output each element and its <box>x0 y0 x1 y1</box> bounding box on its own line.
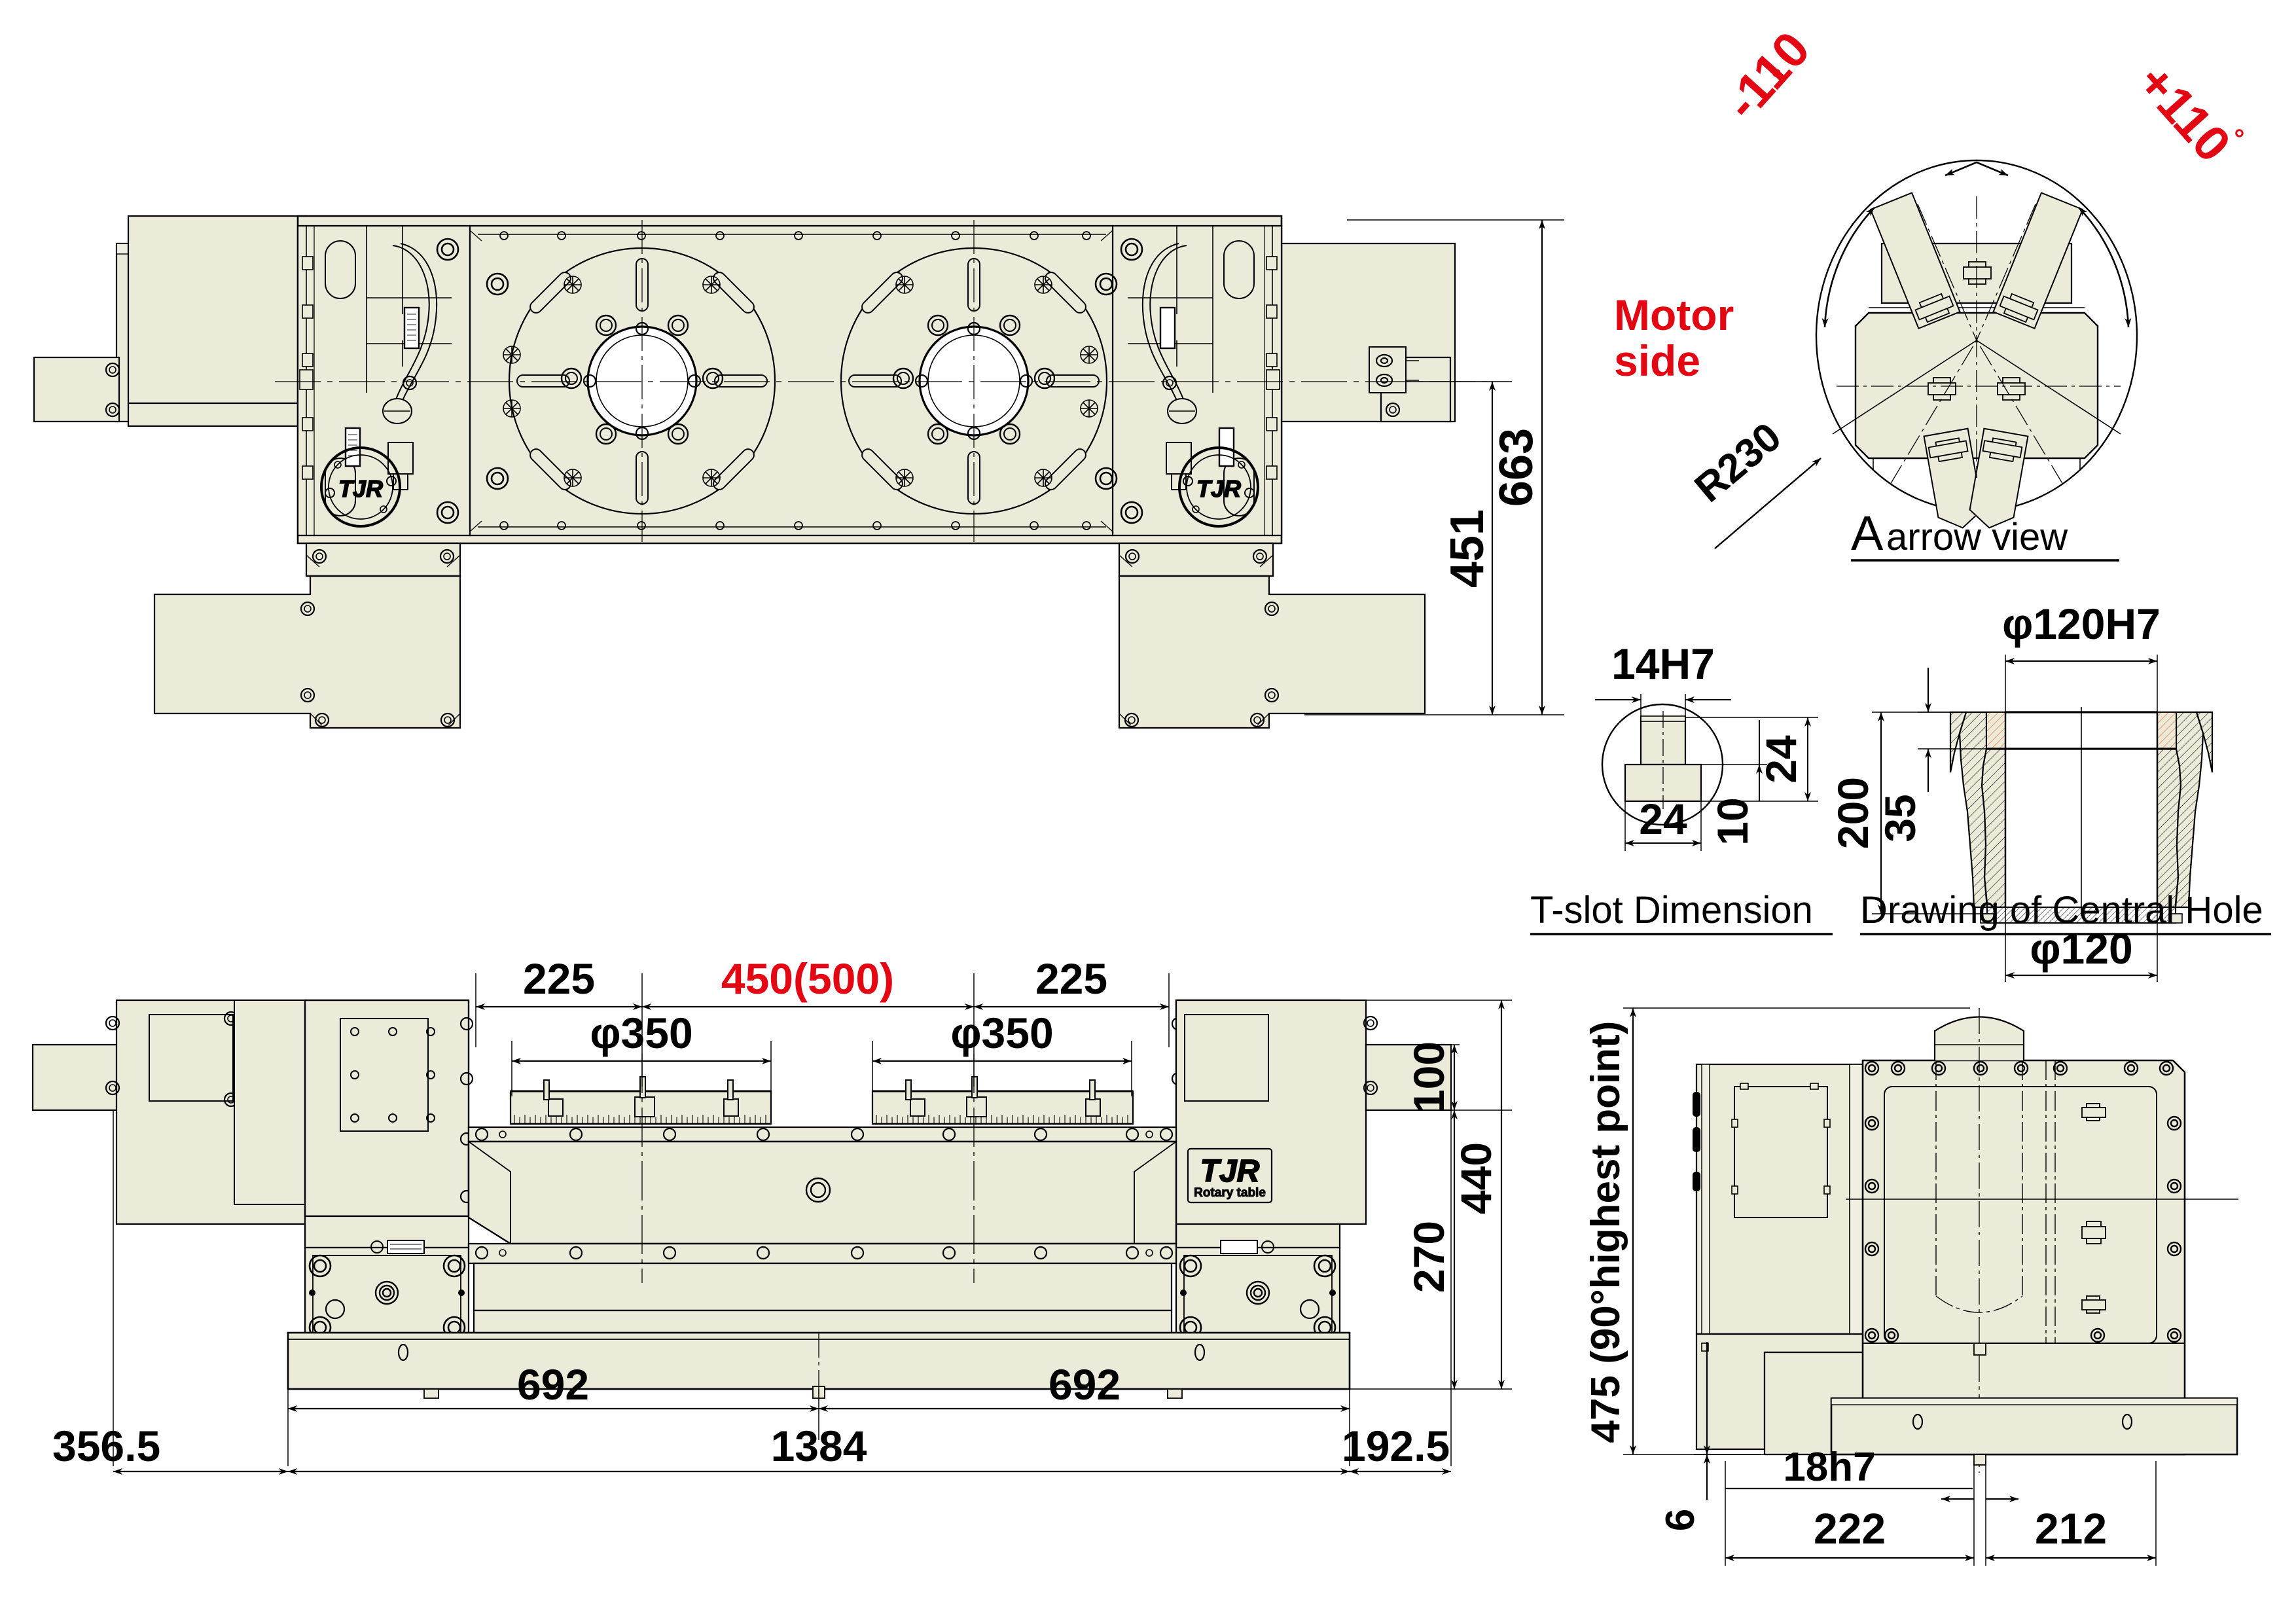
svg-text:TJR: TJR <box>1196 475 1241 502</box>
dim-1384: 1384 <box>771 1422 867 1470</box>
top-view: TJR <box>33 215 1564 729</box>
svg-text:arrow view: arrow view <box>1886 516 2068 558</box>
dim-212: 212 <box>2035 1504 2107 1553</box>
dim-6: 6 <box>1658 1509 1703 1531</box>
dim-663: 663 <box>1490 428 1543 507</box>
top-view-motor-mount-tab <box>1369 346 1419 393</box>
top-view-left-endcap-detail: TJR <box>299 226 459 528</box>
tilt-arm-right-down <box>1969 427 2029 529</box>
dim-phi350-right: φ350 <box>950 1009 1053 1057</box>
dim-35-group: 35 <box>1876 668 1986 842</box>
front-view-dimensions: 225 450(500) 225 φ350 φ350 100 270 440 <box>52 954 1512 1475</box>
dim-18h7: 18h7 <box>1783 1445 1875 1490</box>
front-centre-body <box>467 1126 1177 1350</box>
front-faceplate-right <box>871 1054 1134 1283</box>
dim-120: φ120 <box>2030 924 2132 973</box>
front-view: TJR Rotary table <box>31 954 1512 1475</box>
side-main-body <box>1701 1008 2238 1473</box>
a-arrow-view-caption: A arrow view <box>1851 506 2119 562</box>
rotary-faceplate-right <box>840 220 1118 542</box>
dim-692-left: 692 <box>517 1360 589 1409</box>
top-view-main-body <box>296 215 1283 545</box>
dim-450-500: 450(500) <box>721 954 894 1003</box>
dim-phi350-left: φ350 <box>590 1009 692 1057</box>
dim-24-depth: 24 <box>1757 735 1805 784</box>
tilt-arm-left-down <box>1923 427 1983 529</box>
front-left-slab <box>31 1043 119 1111</box>
tjr-logo-left: TJR <box>338 475 384 503</box>
dim-475: 475 (90°highest point) <box>1583 1021 1628 1443</box>
svg-text:TJR: TJR <box>1200 1154 1260 1189</box>
svg-text:A: A <box>1851 506 1884 560</box>
svg-text:T-slot Dimension: T-slot Dimension <box>1530 889 1813 931</box>
arc-arrow-left <box>1821 207 1875 328</box>
tslot-detail: 14H7 24 24 10 T-slot Dimension <box>1530 640 1833 935</box>
dim-120h7-group: φ120H7 <box>2002 600 2161 715</box>
svg-text:TJR: TJR <box>338 475 383 502</box>
central-hole-detail: φ120H7 φ120 200 35 Drawing of Central Ho… <box>1829 600 2271 982</box>
counterbore-right <box>2157 712 2177 749</box>
dim-24-width: 24 <box>1639 795 1687 843</box>
svg-text:Drawing of Central Hole: Drawing of Central Hole <box>1860 889 2263 931</box>
front-base-plinth <box>287 1331 1351 1401</box>
top-view-left-housing <box>127 215 308 427</box>
dim-120-group: φ120 <box>2005 907 2158 982</box>
tilt-arm-left-up <box>1869 192 1961 330</box>
dim-24-width-group: 24 <box>1624 795 1702 851</box>
rotary-faceplate-left <box>486 220 776 542</box>
dim-10: 10 <box>1708 797 1757 845</box>
top-view-right-endcap-detail <box>1120 226 1280 528</box>
dim-192-5: 192.5 <box>1342 1422 1450 1470</box>
central-hole-caption: Drawing of Central Hole <box>1860 889 2271 935</box>
tilt-arm-right-up <box>1992 192 2084 330</box>
arc-arrow-right <box>2078 207 2132 328</box>
dim-14h7: 14H7 <box>1611 640 1715 688</box>
side-view-dimensions: 475 (90°highest point) 6 18h7 222 212 <box>1583 1007 2157 1566</box>
top-view-dimensions: 663 451 <box>1304 219 1564 715</box>
tjr-logo-right: TJR <box>1196 475 1242 503</box>
dim-356-5: 356.5 <box>52 1422 160 1470</box>
front-faceplate-left <box>509 1054 772 1283</box>
counterbore-left <box>1986 712 2006 749</box>
top-view-left-pedestal <box>153 542 461 729</box>
dim-35: 35 <box>1876 794 1924 842</box>
dim-100: 100 <box>1405 1041 1453 1113</box>
front-left-column <box>304 999 474 1380</box>
dim-200: 200 <box>1829 777 1877 849</box>
top-view-right-pedestal <box>1118 542 1426 729</box>
tslot-caption: T-slot Dimension <box>1530 889 1833 935</box>
dim-692-right: 692 <box>1049 1360 1121 1409</box>
dim-24-depth-group: 24 <box>1685 717 1818 802</box>
side-view: 475 (90°highest point) 6 18h7 222 212 <box>1583 1007 2238 1566</box>
dim-200-group: 200 <box>1829 712 1990 914</box>
scale-ticks-right <box>876 1115 1128 1123</box>
dim-222: 222 <box>1814 1504 1886 1553</box>
dim-225-left: 225 <box>523 954 595 1003</box>
dim-14h7-group: 14H7 <box>1595 640 1731 727</box>
dim-270: 270 <box>1405 1221 1453 1293</box>
dim-10-group: 10 <box>1701 720 1767 846</box>
dim-451: 451 <box>1441 509 1494 588</box>
dim-120h7: φ120H7 <box>2002 600 2161 648</box>
tjr-logo-front: TJR Rotary table <box>1187 1147 1273 1204</box>
svg-text:side: side <box>1614 336 1700 385</box>
svg-text:Motor: Motor <box>1614 291 1734 339</box>
motor-side-label: Motor side <box>1614 291 1734 385</box>
top-view-right-outboard <box>1267 242 1456 423</box>
dim-440: 440 <box>1452 1142 1500 1214</box>
svg-text:Rotary table: Rotary table <box>1194 1186 1266 1200</box>
dim-225-right: 225 <box>1035 954 1107 1003</box>
